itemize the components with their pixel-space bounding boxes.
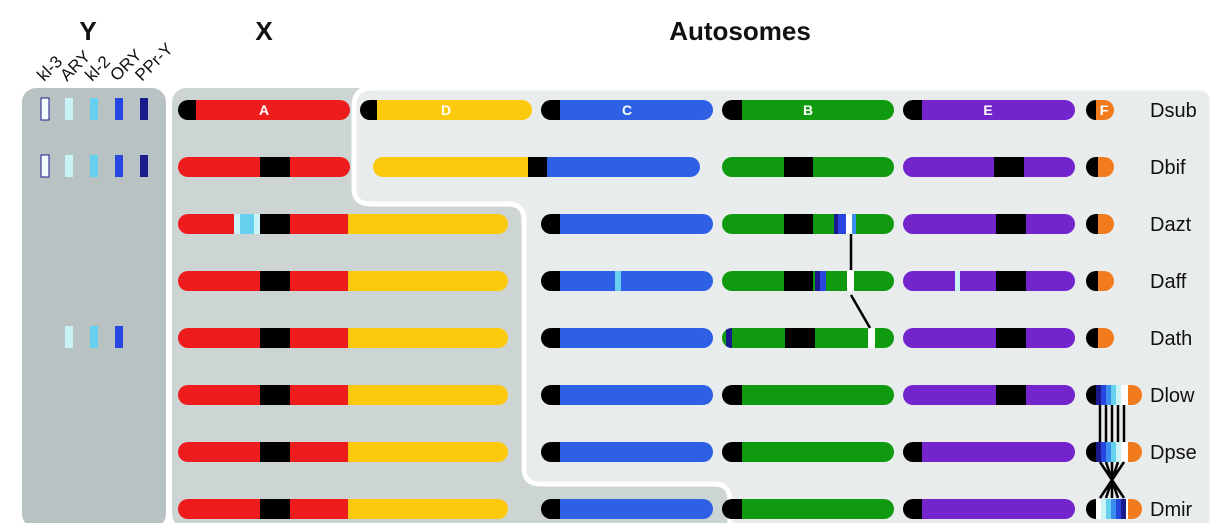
chromosome-F bbox=[1086, 442, 1142, 462]
chromosome-C bbox=[541, 214, 713, 234]
chromosome-C bbox=[541, 442, 713, 462]
species-label: Dlow bbox=[1150, 385, 1195, 407]
chromosome-C: C bbox=[541, 100, 713, 120]
chromosome-C bbox=[541, 385, 713, 405]
species-label: Daff bbox=[1150, 271, 1187, 293]
chromosome-E: E bbox=[903, 100, 1075, 120]
homology-lines bbox=[849, 234, 1126, 499]
chromosome-DC bbox=[373, 157, 700, 177]
chromosome-B bbox=[722, 499, 894, 519]
chromosome-AD bbox=[178, 328, 508, 348]
chromosome-B bbox=[722, 385, 894, 405]
chromosome-D: D bbox=[360, 100, 532, 120]
chromosome-E bbox=[903, 271, 1075, 291]
y-gene-blocks bbox=[40, 97, 148, 348]
chromosome-B bbox=[722, 442, 894, 462]
chromosome-C bbox=[541, 499, 713, 519]
muller-element-label: F bbox=[1100, 102, 1109, 118]
chromosome-B bbox=[722, 328, 894, 348]
chromosome-F bbox=[1086, 328, 1114, 348]
y-header: Y bbox=[79, 16, 96, 46]
chromosome-C bbox=[541, 328, 713, 348]
chromosome-AD bbox=[178, 499, 508, 519]
species-label: Dmir bbox=[1150, 499, 1193, 521]
chromosome-B bbox=[722, 157, 894, 177]
y-panel bbox=[22, 88, 166, 523]
chromosome-F bbox=[1086, 271, 1114, 291]
chromosome-E bbox=[903, 499, 1075, 519]
chromosome-AD bbox=[178, 385, 508, 405]
muller-element-label: E bbox=[983, 102, 992, 118]
species-label: Dbif bbox=[1150, 157, 1186, 179]
chromosome-AD bbox=[178, 442, 508, 462]
chromosome-B bbox=[722, 214, 894, 234]
muller-element-label: A bbox=[259, 102, 269, 118]
species-label: Dsub bbox=[1150, 100, 1197, 122]
chromosome-F: F bbox=[1086, 100, 1114, 120]
species-label: Dath bbox=[1150, 328, 1192, 350]
chromosome-E bbox=[903, 214, 1075, 234]
chromosome-E bbox=[903, 157, 1075, 177]
chromosome-E bbox=[903, 328, 1075, 348]
chromosome-F bbox=[1086, 157, 1114, 177]
autosomes-header: Autosomes bbox=[669, 16, 811, 46]
chromosome-A: A bbox=[178, 100, 350, 120]
muller-element-label: C bbox=[622, 102, 632, 118]
chromosome-A bbox=[178, 157, 350, 177]
species-label: Dpse bbox=[1150, 442, 1197, 464]
species-label: Dazt bbox=[1150, 214, 1192, 236]
chromosome-E bbox=[903, 442, 1075, 462]
chromosome-B bbox=[722, 271, 894, 291]
muller-element-label: B bbox=[803, 102, 813, 118]
muller-element-label: D bbox=[441, 102, 451, 118]
chromosome-AD bbox=[178, 214, 508, 234]
chromosome-AD bbox=[178, 271, 508, 291]
chromosome-F bbox=[1086, 499, 1142, 519]
chromosome-E bbox=[903, 385, 1075, 405]
chromosome-F bbox=[1086, 385, 1142, 405]
chromosome-B: B bbox=[722, 100, 894, 120]
chromosome-C bbox=[541, 271, 713, 291]
x-header: X bbox=[255, 16, 273, 46]
autosome-panel bbox=[351, 85, 1210, 523]
chromosome-F bbox=[1086, 214, 1114, 234]
